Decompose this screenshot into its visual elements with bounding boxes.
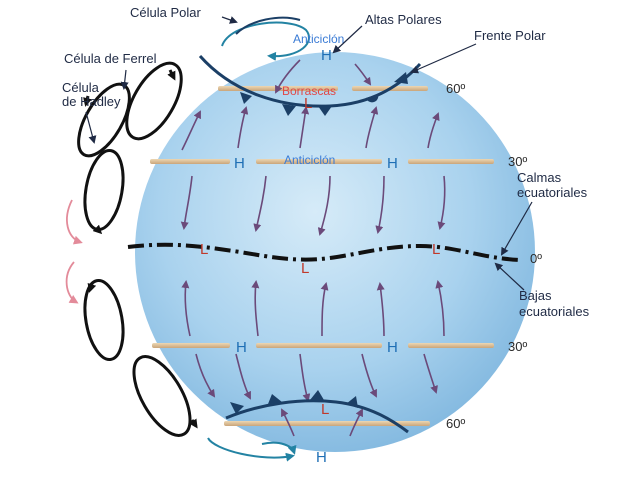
wind-arrow — [320, 282, 329, 337]
lat-0: 0º — [530, 251, 542, 266]
band-s30-b — [256, 343, 382, 348]
wind-arrow — [181, 280, 191, 337]
lat-60n: 60º — [446, 81, 465, 96]
low-letter: L — [304, 95, 312, 112]
wind-arrow — [423, 353, 438, 394]
hadley-cell-pointer — [85, 111, 97, 144]
pink-loop-north — [66, 199, 83, 245]
ferrel-cell-label: Célula de Ferrel — [64, 51, 157, 66]
polar-front-pointer — [410, 43, 477, 74]
wind-arrow — [361, 353, 377, 398]
hadley-cell-label-line2: de Hadley — [62, 94, 121, 109]
high-letter: H — [234, 155, 245, 172]
latitude-bands — [150, 86, 494, 426]
band-s60 — [224, 421, 430, 426]
polar-highs-label: Altas Polares — [365, 12, 442, 27]
wind-arrow — [195, 353, 216, 398]
front-triangle — [230, 402, 244, 414]
wind-arrow — [427, 112, 440, 149]
equatorial-lows-label-line2: ecuatoriales — [519, 304, 590, 319]
low-letter: L — [301, 260, 309, 277]
polar-front-south — [225, 390, 409, 434]
wind-arrow — [317, 175, 331, 236]
front-triangle — [282, 104, 296, 116]
polar-cells — [207, 16, 310, 462]
hadley-cell-north-2 — [83, 148, 125, 232]
polar-cell-pointer — [221, 16, 238, 24]
wind-arrow — [235, 353, 251, 400]
wind-arrow — [281, 408, 295, 437]
wind-arrow — [180, 175, 193, 230]
front-triangle — [346, 396, 358, 408]
ferrel-cell-pointer — [120, 69, 129, 90]
high-letter: H — [236, 339, 247, 356]
front-semicircle — [366, 94, 379, 103]
wind-arrow — [437, 175, 446, 230]
wind-arrow — [365, 106, 379, 149]
polar-cell-north-loop — [221, 21, 310, 61]
wind-arrows — [180, 59, 446, 437]
wind-arrow — [251, 280, 260, 337]
anticyclone-mid-label: Anticiclón — [284, 153, 335, 167]
lat-30n: 30º — [508, 154, 527, 169]
front-triangle — [310, 390, 324, 400]
low-letter: L — [321, 401, 329, 418]
equatorial-loops — [65, 199, 83, 304]
equatorial-calms-label-line1: Calmas — [517, 170, 562, 185]
polar-cell-north-loop-2 — [235, 16, 301, 35]
polar-front-label: Frente Polar — [474, 28, 546, 43]
pink-loop-south — [65, 261, 79, 304]
polar-front-south-line — [225, 399, 409, 434]
polar-highs-pointer — [332, 25, 363, 54]
ferrel-cell-south — [132, 355, 192, 437]
wind-arrow — [435, 280, 445, 337]
equatorial-calms-label-line2: ecuatoriales — [517, 185, 588, 200]
polar-cell-label: Célula Polar — [130, 5, 201, 20]
wind-arrow — [299, 353, 311, 402]
band-n30-b — [256, 159, 382, 164]
front-triangle — [240, 92, 252, 104]
band-n30-a — [150, 159, 230, 164]
band-s30-c — [408, 343, 494, 348]
high-letter: H — [316, 449, 327, 466]
hadley-cell-label-line1: Célula — [62, 80, 100, 95]
wind-arrow — [253, 175, 267, 232]
front-triangle — [394, 72, 408, 84]
wind-arrow — [375, 175, 385, 234]
polar-cell-south-loop-2 — [261, 441, 297, 455]
high-letter: H — [387, 155, 398, 172]
polar-front-north — [198, 55, 422, 116]
equatorial-lows-label-line1: Bajas — [519, 288, 552, 303]
band-s30-a — [152, 343, 230, 348]
wind-arrow — [376, 282, 385, 337]
equator-line — [127, 242, 521, 262]
wind-arrow — [354, 63, 372, 86]
high-letter: H — [387, 339, 398, 356]
band-n30-c — [408, 159, 494, 164]
high-letter: H — [321, 47, 332, 64]
wind-arrow — [181, 110, 201, 151]
globe — [135, 52, 535, 452]
pressure-letters: H L H H L L L H H L H — [200, 47, 440, 466]
storms-label: Borrascas — [282, 84, 336, 98]
polar-cell-south-loop — [207, 437, 295, 462]
ferrel-cell-north — [125, 61, 183, 141]
equatorial-calms-pointer — [501, 201, 533, 256]
lat-30s: 30º — [508, 339, 527, 354]
equatorial-lows-pointer — [494, 262, 525, 291]
wind-arrow — [275, 59, 301, 94]
hadley-cell-south-1 — [83, 278, 125, 362]
front-triangle — [318, 106, 332, 116]
front-triangle — [268, 394, 282, 404]
wind-arrow — [299, 106, 310, 149]
low-letter: L — [432, 241, 440, 258]
wind-arrow — [349, 408, 363, 437]
wind-arrow — [237, 106, 249, 149]
anticyclone-top-label: Anticiclón — [293, 32, 344, 46]
lat-60s: 60º — [446, 416, 465, 431]
low-letter: L — [200, 241, 208, 258]
